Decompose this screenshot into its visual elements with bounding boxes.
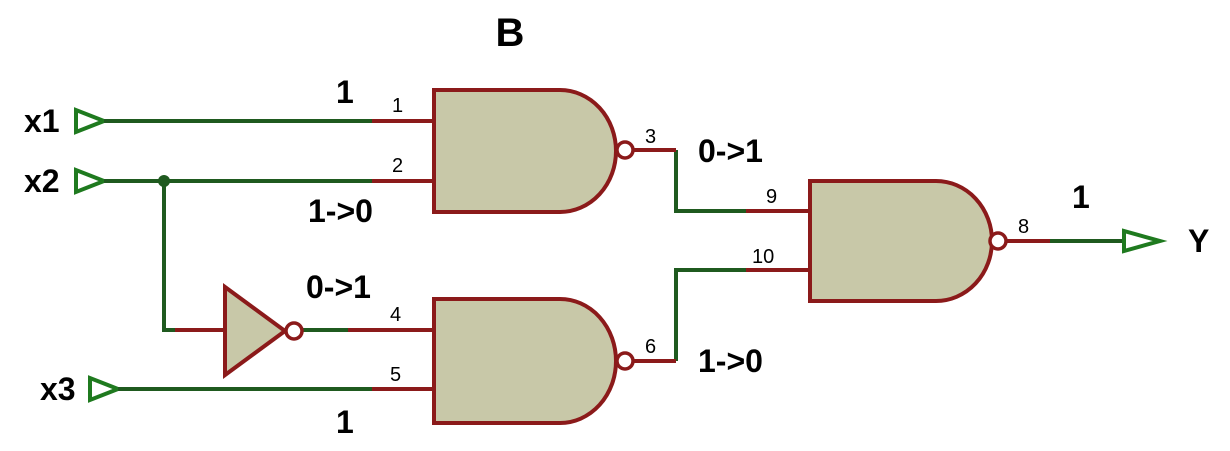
input-label-x2: x2	[24, 163, 60, 199]
input-label-x1: x1	[24, 103, 60, 139]
signal-nand1-out: 0->1	[698, 133, 763, 169]
wire-nand2-to-nand3	[674, 268, 746, 361]
input-port-x1	[74, 107, 110, 135]
signal-x3-value: 1	[336, 404, 354, 440]
signal-y-value: 1	[1072, 179, 1090, 215]
pin-number-3: 3	[645, 126, 656, 148]
inverter-bubble	[284, 321, 304, 341]
nand-gate-3-bubble	[988, 231, 1008, 251]
nand-gate-1-bubble	[615, 140, 635, 160]
wire-x2-branch	[162, 181, 175, 332]
output-label-y: Y	[1188, 223, 1209, 259]
signal-inverter-out: 0->1	[306, 269, 371, 305]
pin-number-9: 9	[766, 186, 777, 208]
output-port-y	[1122, 228, 1168, 254]
pin-number-1: 1	[392, 95, 403, 117]
input-port-x2	[74, 167, 110, 195]
pin-number-10: 10	[752, 246, 774, 268]
circuit-title: B	[496, 11, 525, 55]
pin-number-8: 8	[1018, 216, 1029, 238]
pin-number-6: 6	[645, 336, 656, 358]
pin-number-2: 2	[392, 155, 403, 177]
signal-x2-value: 1->0	[308, 193, 373, 229]
signal-x1-value: 1	[336, 74, 354, 110]
input-label-x3: x3	[40, 371, 76, 407]
nand-gate-1	[432, 88, 635, 214]
nand-gate-3	[808, 179, 1008, 303]
nand-gate-2	[432, 297, 635, 425]
signal-nand2-out: 1->0	[698, 343, 763, 379]
inverter-gate	[223, 283, 304, 379]
wire-nand1-to-nand3	[674, 150, 746, 213]
junction-dot	[158, 175, 170, 187]
nand-gate-2-bubble	[615, 351, 635, 371]
pin-number-4: 4	[390, 304, 401, 326]
pin-number-5: 5	[390, 364, 401, 386]
input-port-x3	[88, 375, 124, 403]
